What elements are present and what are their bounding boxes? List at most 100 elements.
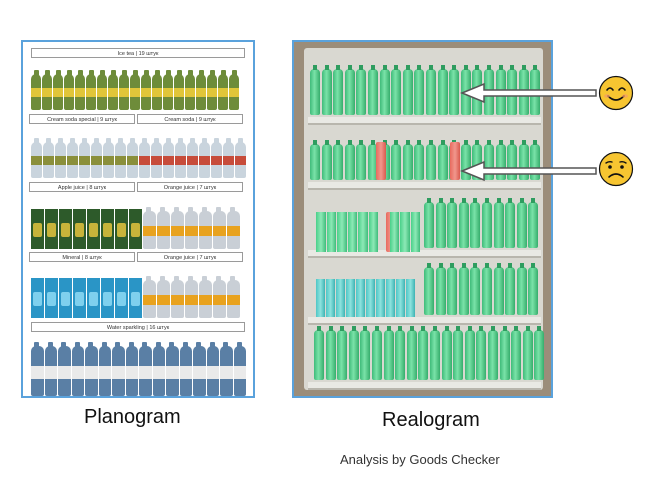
green-bottle	[418, 326, 429, 380]
green-bottle	[344, 65, 355, 115]
bottle	[43, 138, 54, 178]
green-carton	[347, 212, 357, 252]
green-bottle	[460, 140, 471, 180]
green-bottle	[464, 326, 475, 380]
bottle	[196, 70, 206, 110]
carton	[129, 278, 142, 318]
green-bottle	[472, 140, 483, 180]
shelf-label: Mineral | 8 штук	[29, 252, 135, 262]
realogram-shelf	[308, 182, 541, 190]
green-bottle	[310, 140, 320, 180]
green-bottle	[406, 326, 417, 380]
bottle	[127, 138, 138, 178]
bottle	[64, 70, 74, 110]
green-bottle	[348, 326, 359, 380]
green-bottle	[516, 198, 527, 248]
green-bottle	[333, 65, 344, 115]
green-bottle	[505, 198, 516, 248]
green-bottle	[325, 326, 336, 380]
bottle	[220, 342, 233, 396]
carton	[73, 209, 86, 249]
carton	[87, 278, 100, 318]
green-bottle	[528, 263, 539, 315]
bottle	[130, 70, 140, 110]
green-bottle	[368, 65, 378, 115]
green-bottle	[360, 326, 371, 380]
green-bottle	[424, 198, 434, 248]
green-bottle	[488, 326, 498, 380]
carton	[31, 278, 44, 318]
product-row	[31, 138, 246, 178]
bottle	[193, 342, 206, 396]
green-bottle	[482, 263, 492, 315]
shelf-label: Cream soda special | 9 штук	[29, 114, 135, 124]
bottle	[185, 207, 198, 249]
teal-pack	[336, 279, 345, 317]
carton	[45, 278, 58, 318]
bottle	[91, 138, 102, 178]
bottle	[67, 138, 78, 178]
bottle	[235, 138, 246, 178]
misplaced-pack	[376, 142, 386, 180]
green-bottle	[493, 198, 504, 248]
bottle	[157, 207, 170, 249]
green-bottle	[449, 65, 460, 115]
carton	[101, 209, 114, 249]
green-bottle	[476, 326, 487, 380]
bottle	[143, 207, 156, 249]
green-bottle	[414, 65, 425, 115]
bottle	[179, 342, 192, 396]
green-bottle	[344, 140, 355, 180]
green-bottle	[426, 140, 436, 180]
green-bottle	[356, 65, 367, 115]
green-bottle	[402, 140, 413, 180]
bottle	[227, 207, 240, 249]
bottle	[185, 70, 195, 110]
green-carton	[389, 212, 399, 252]
bottle	[85, 342, 98, 396]
bottle	[174, 70, 184, 110]
green-bottle	[505, 263, 516, 315]
bottle	[213, 276, 226, 318]
green-bottle	[379, 65, 390, 115]
bottle	[103, 138, 114, 178]
carton	[129, 209, 142, 249]
green-bottle	[391, 65, 402, 115]
bottle	[187, 138, 198, 178]
green-carton	[326, 212, 336, 252]
bottle	[199, 207, 212, 249]
bottle	[53, 70, 63, 110]
green-bottle	[321, 140, 332, 180]
bottle	[229, 70, 239, 110]
bottle	[108, 70, 118, 110]
green-bottle	[435, 263, 446, 315]
product-row	[31, 276, 240, 318]
bottle	[152, 342, 165, 396]
realogram-shelf	[308, 117, 541, 125]
green-bottle	[368, 140, 378, 180]
green-bottle	[437, 65, 448, 115]
green-bottle	[447, 198, 458, 248]
green-bottle	[402, 65, 413, 115]
green-bottle	[453, 326, 464, 380]
bottle	[213, 207, 226, 249]
bottle	[139, 138, 150, 178]
green-bottle	[435, 198, 446, 248]
carton	[31, 209, 44, 249]
shelf-label: Orange juice | 7 штук	[137, 252, 243, 262]
misplaced-pack	[450, 142, 460, 180]
green-bottle	[499, 326, 510, 380]
teal-pack	[386, 279, 395, 317]
teal-pack	[376, 279, 385, 317]
bottle	[42, 70, 52, 110]
bottle	[75, 70, 85, 110]
teal-pack	[346, 279, 355, 317]
green-bottle	[391, 140, 402, 180]
green-bottle	[507, 140, 518, 180]
teal-pack	[326, 279, 335, 317]
carton	[101, 278, 114, 318]
shelf-label: Ice tea | 19 штук	[31, 48, 245, 58]
bottle	[141, 70, 151, 110]
green-bottle	[511, 326, 522, 380]
